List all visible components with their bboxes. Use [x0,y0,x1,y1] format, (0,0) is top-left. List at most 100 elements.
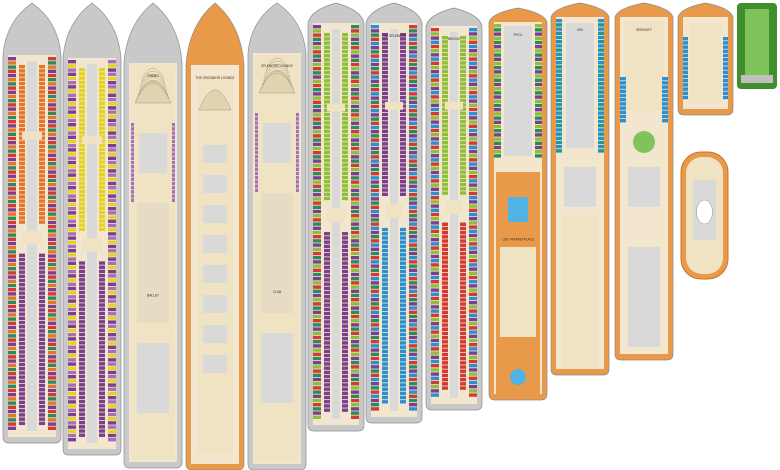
cabin [382,274,388,278]
theater-seating [134,81,172,104]
cabin [494,91,501,95]
cabin [99,93,105,97]
cabin [8,388,16,393]
seat-row [263,63,291,78]
cabin [8,426,16,430]
cabin [99,433,105,437]
cabin [556,115,562,119]
cabin [556,52,562,56]
cabin [409,222,417,226]
cabin [99,97,105,101]
cabin [409,352,417,356]
cabin [342,358,348,362]
cabin [108,438,116,442]
cabin [79,345,85,349]
cabin [108,257,116,261]
cabin [108,366,116,370]
cabin [79,215,85,219]
cabin [99,278,105,282]
cabin [108,85,116,89]
corridor [390,29,398,411]
cabin [39,354,45,358]
cabin [460,365,466,369]
cabin [108,93,116,97]
cabin [108,261,116,265]
cabin [8,166,16,170]
cabin [371,163,379,167]
cabin [8,409,16,414]
cabin [409,293,417,298]
cabin [460,319,466,323]
cabin [19,304,25,308]
cabin [351,172,359,176]
cabin [39,350,45,354]
cabin [108,244,116,249]
cabin [19,98,25,102]
cabin [108,148,116,152]
cabin [351,159,359,163]
cabin [99,202,105,206]
cabin [324,117,330,121]
cabin [79,320,85,324]
deck-venue-label: CLUB [273,290,281,294]
cabin [39,81,45,86]
cabin [400,261,406,265]
cabin [48,124,56,128]
cabin [469,355,477,359]
cabin [39,295,45,300]
cabin [19,178,25,182]
cabin [324,133,330,138]
cabin [371,71,379,75]
cabin [409,50,417,54]
cabin [342,49,348,54]
cabin [39,371,45,375]
cabin [79,76,85,80]
cabin [400,142,406,146]
cabin [79,114,85,118]
cabin [382,117,388,121]
cabin [431,309,439,313]
cabin [371,37,379,41]
cabin [351,222,359,226]
cabin [99,353,105,358]
seat-row [136,82,170,100]
cabin [68,341,76,345]
seat-row [140,70,166,84]
cabin [351,151,359,155]
cabin [431,200,439,204]
cabin [556,35,562,40]
cabin [8,292,16,296]
cabin [460,239,466,243]
cabin [99,122,105,126]
cabin [79,303,85,307]
cabin [371,209,379,214]
cabin [351,272,359,277]
cabin [79,198,85,202]
cabin [19,379,25,384]
cabin [313,159,321,163]
cabin [342,320,348,324]
stateroom [255,163,258,167]
cabin [39,153,45,157]
cabin [342,138,348,142]
cabin [19,354,25,358]
stair-lobby [82,237,102,252]
cabin [108,76,116,81]
cabin [79,265,85,269]
cabin [99,429,105,433]
cabin [460,166,466,170]
cabin [442,61,448,65]
cabin [409,180,417,184]
cabin [469,372,477,376]
cabin [108,102,116,106]
cabin [68,219,76,223]
cabin [99,156,105,160]
cabin [48,246,56,250]
cabin [313,41,321,46]
deck-venue-label: BALLET [147,293,159,297]
cabin [79,105,85,110]
cabin [108,316,116,320]
cabin [469,351,477,355]
cabin [556,69,562,73]
cabin [556,90,562,94]
